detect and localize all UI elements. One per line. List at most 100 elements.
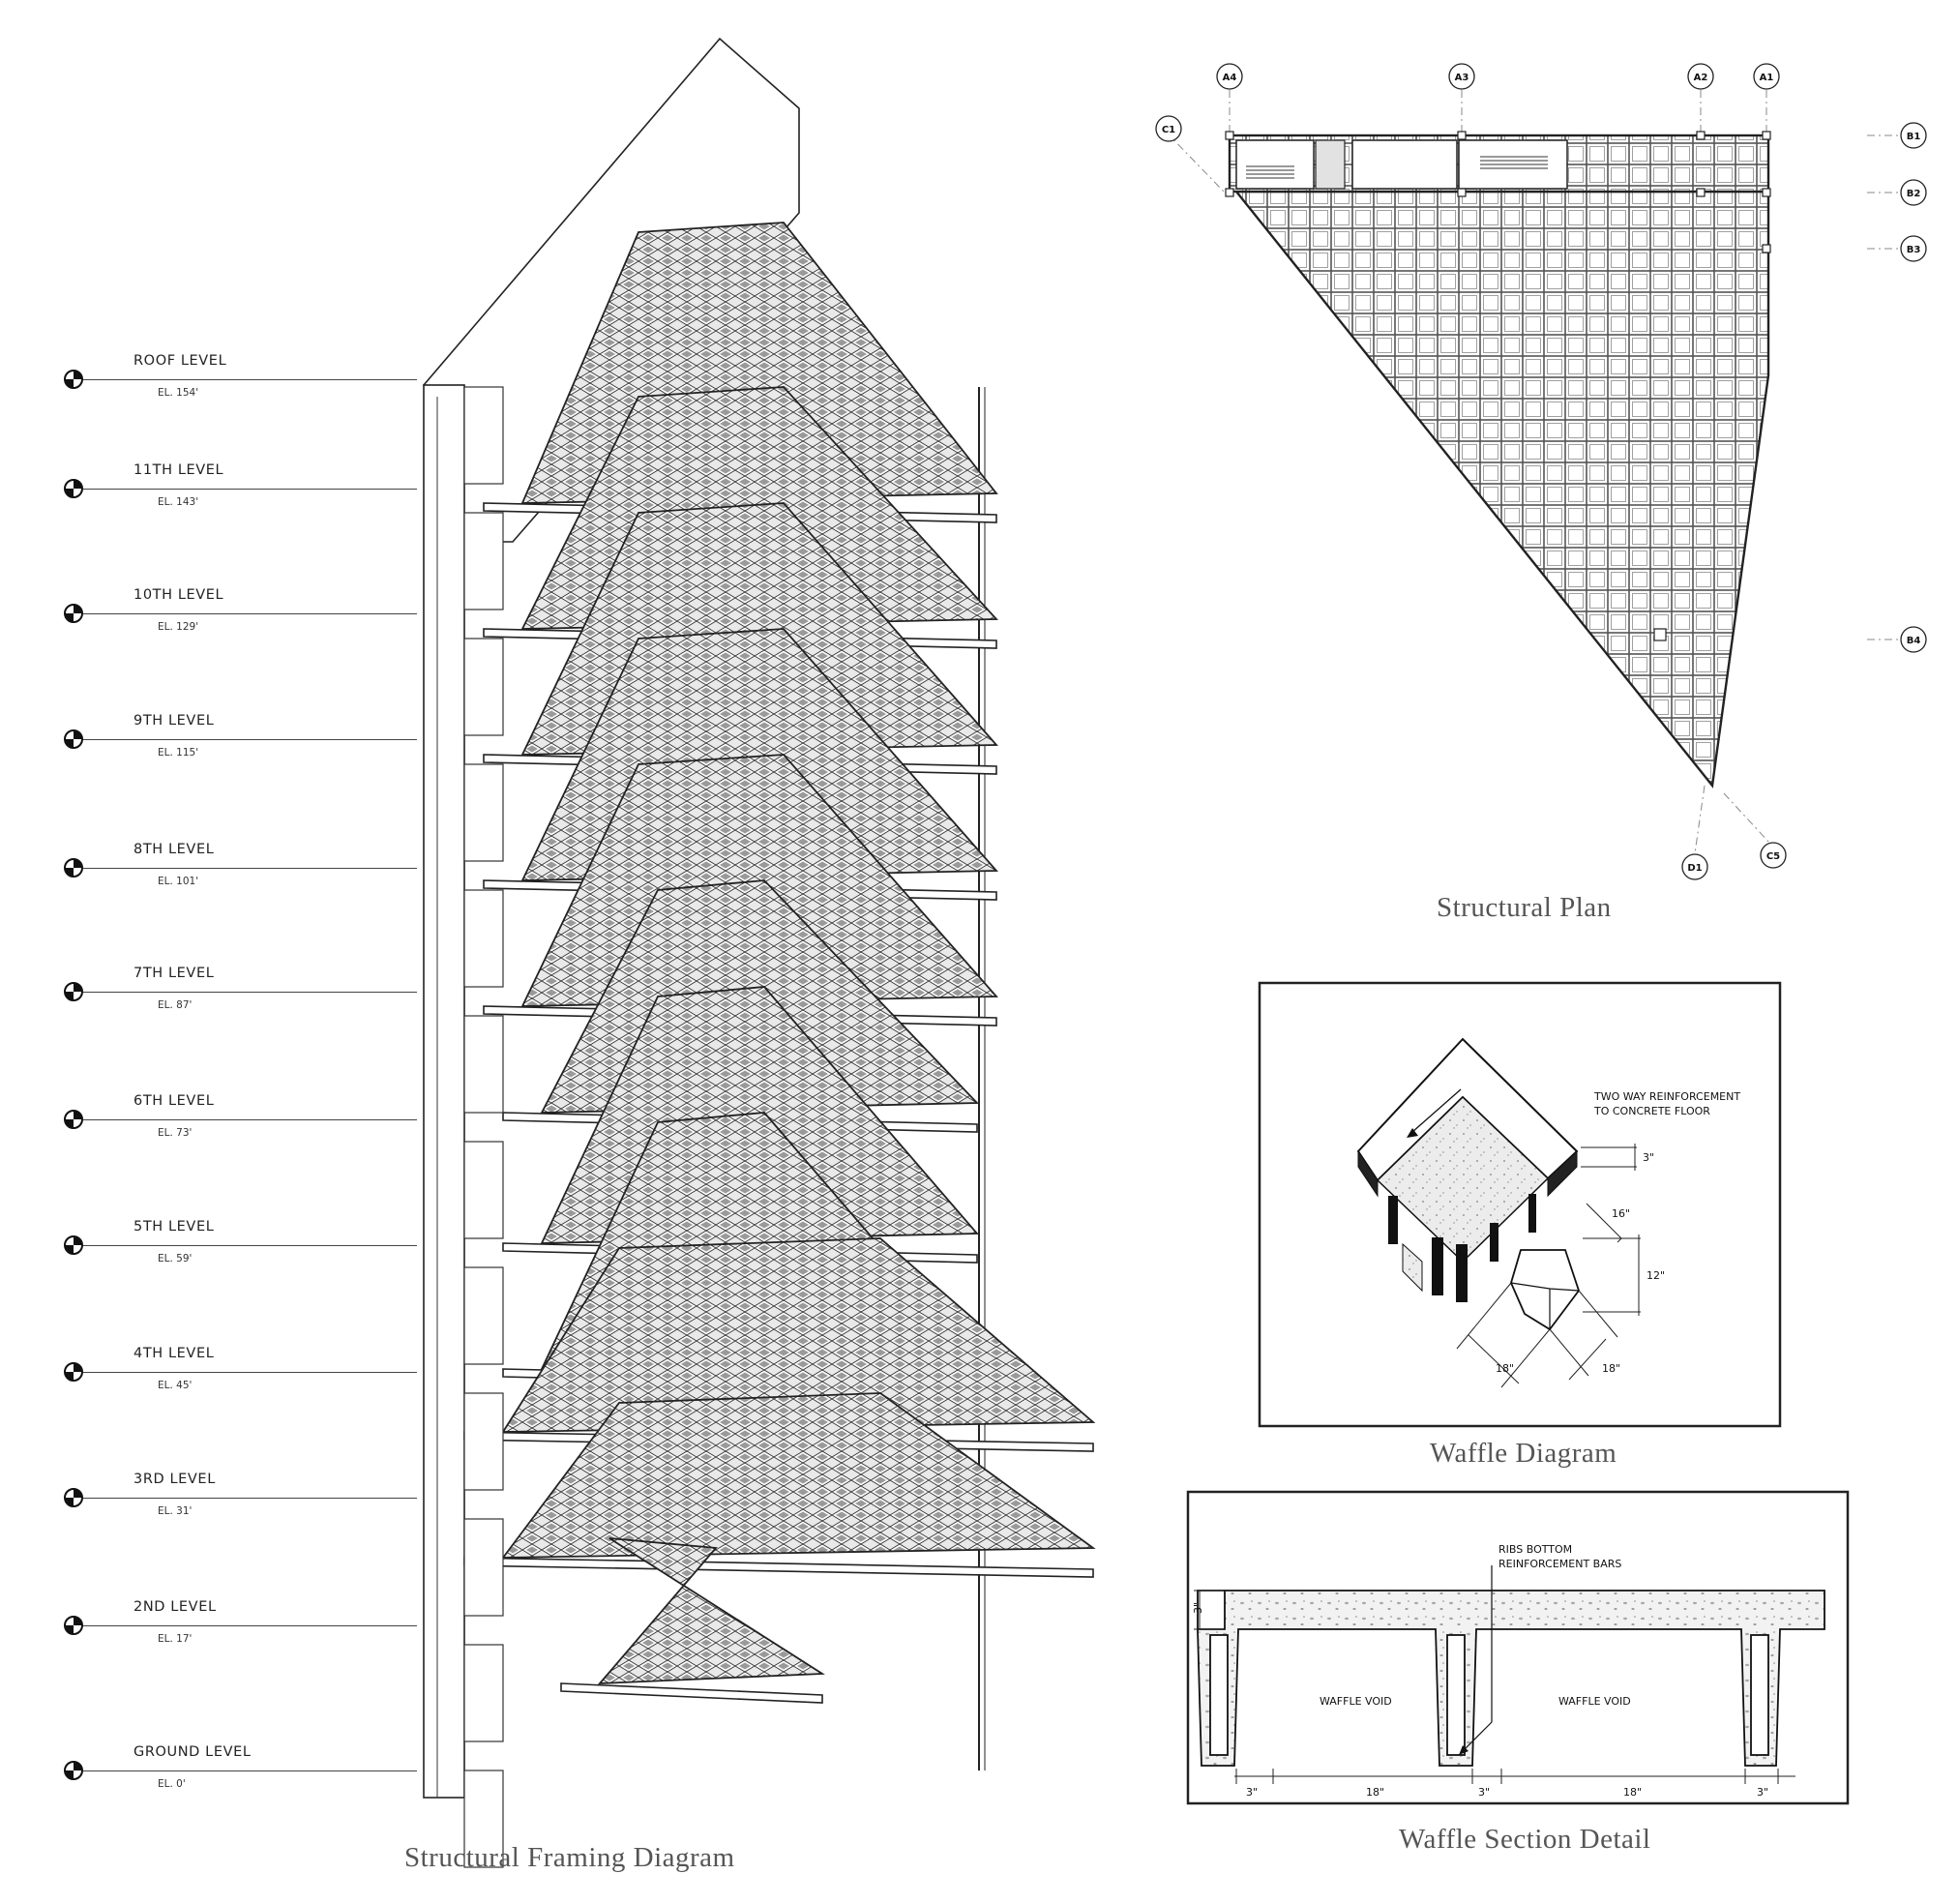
level-elevation: EL. 73' bbox=[158, 1127, 193, 1139]
level-line bbox=[83, 1770, 417, 1771]
section-dim-2: 18" bbox=[1366, 1786, 1384, 1799]
grid-bubble-a4: A4 bbox=[1223, 73, 1237, 83]
waffle-diagram: TWO WAY REINFORCEMENT TO CONCRETE FLOOR … bbox=[1258, 981, 1782, 1428]
level-line bbox=[83, 489, 417, 490]
framing-shapes bbox=[423, 37, 1096, 1868]
plan-title: Structural Plan bbox=[1437, 892, 1612, 923]
section-note-line2: REINFORCEMENT BARS bbox=[1498, 1558, 1621, 1570]
level-name: 8TH LEVEL bbox=[134, 842, 215, 857]
core-bay bbox=[463, 1266, 504, 1365]
waffle-slab bbox=[597, 1537, 825, 1684]
slab-edge bbox=[463, 1557, 1094, 1578]
level-elevation: EL. 0' bbox=[158, 1778, 186, 1790]
framing-diagram bbox=[423, 37, 1096, 1868]
level-elevation: EL. 31' bbox=[158, 1505, 193, 1517]
core-bay bbox=[463, 638, 504, 736]
level-line bbox=[83, 992, 417, 993]
section-void-right: WAFFLE VOID bbox=[1558, 1695, 1631, 1708]
level-elevation: EL. 59' bbox=[158, 1253, 193, 1264]
section-dim-5: 3" bbox=[1757, 1786, 1768, 1799]
grid-bubble-b1: B1 bbox=[1907, 132, 1921, 142]
waffle-section: RIBS BOTTOM REINFORCEMENT BARS WAFFLE VO… bbox=[1186, 1490, 1850, 1805]
level-marker bbox=[64, 1616, 83, 1635]
core-bay bbox=[463, 763, 504, 862]
section-dim-4: 18" bbox=[1623, 1786, 1642, 1799]
level-marker bbox=[64, 370, 83, 389]
level-marker bbox=[64, 479, 83, 498]
structural-plan: A4 A3 A2 A1 C1 B1 B2 B3 B4 D1 C5 bbox=[1155, 63, 1927, 880]
level-line bbox=[83, 379, 417, 380]
level-line bbox=[83, 1245, 417, 1246]
waffle-note-line2: TO CONCRETE FLOOR bbox=[1593, 1105, 1710, 1117]
level-name: 6TH LEVEL bbox=[134, 1093, 215, 1109]
level-elevation: EL. 87' bbox=[158, 999, 193, 1011]
core-bay bbox=[463, 386, 504, 485]
waffle-dim-height: 12" bbox=[1646, 1269, 1665, 1282]
grid-bubble-a1: A1 bbox=[1760, 73, 1774, 83]
level-name: 4TH LEVEL bbox=[134, 1346, 215, 1361]
level-marker bbox=[64, 604, 83, 623]
grid-bubble-c1: C1 bbox=[1162, 125, 1175, 135]
section-note-line1: RIBS BOTTOM bbox=[1498, 1543, 1572, 1556]
level-name: 7TH LEVEL bbox=[134, 966, 215, 981]
level-line bbox=[83, 868, 417, 869]
section-title: Waffle Section Detail bbox=[1399, 1824, 1651, 1855]
core-bay bbox=[463, 1644, 504, 1742]
grid-bubble-b2: B2 bbox=[1907, 189, 1921, 199]
level-name: 2ND LEVEL bbox=[134, 1599, 217, 1615]
level-line bbox=[83, 1498, 417, 1499]
level-marker bbox=[64, 1761, 83, 1780]
grid-bubble-a2: A2 bbox=[1694, 73, 1708, 83]
level-line bbox=[83, 1119, 417, 1120]
waffle-note-line1: TWO WAY REINFORCEMENT bbox=[1593, 1090, 1740, 1103]
level-elevation: EL. 115' bbox=[158, 747, 199, 759]
waffle-dim-left: 18" bbox=[1496, 1362, 1514, 1375]
core-bay bbox=[463, 1770, 504, 1868]
grid-bubble-b4: B4 bbox=[1907, 636, 1921, 646]
grid-bubble-d1: D1 bbox=[1687, 863, 1702, 874]
level-marker bbox=[64, 1488, 83, 1507]
core-wall bbox=[423, 384, 465, 1799]
core-bay bbox=[463, 889, 504, 988]
level-elevation: EL. 17' bbox=[158, 1633, 193, 1645]
level-line bbox=[83, 613, 417, 614]
section-dim-3: 3" bbox=[1478, 1786, 1490, 1799]
level-elevation: EL. 45' bbox=[158, 1380, 193, 1391]
level-name: 10TH LEVEL bbox=[134, 587, 224, 603]
level-elevation: EL. 101' bbox=[158, 876, 199, 887]
waffle-title: Waffle Diagram bbox=[1430, 1438, 1617, 1469]
level-elevation: EL. 129' bbox=[158, 621, 199, 633]
section-dim-slab: 3" bbox=[1192, 1602, 1204, 1614]
level-elevation: EL. 143' bbox=[158, 496, 199, 508]
level-marker bbox=[64, 1110, 83, 1129]
level-line bbox=[83, 1372, 417, 1373]
level-marker bbox=[64, 1235, 83, 1255]
section-dim-1: 3" bbox=[1246, 1786, 1258, 1799]
level-name: 3RD LEVEL bbox=[134, 1472, 216, 1487]
grid-bubble-c5: C5 bbox=[1766, 851, 1780, 862]
level-elevation: EL. 154' bbox=[158, 387, 199, 399]
level-marker bbox=[64, 982, 83, 1001]
level-line bbox=[83, 1625, 417, 1626]
core-bay bbox=[463, 1392, 504, 1491]
level-name: 5TH LEVEL bbox=[134, 1219, 215, 1235]
waffle-dim-slab: 3" bbox=[1643, 1151, 1654, 1164]
grid-bubble-b3: B3 bbox=[1907, 245, 1921, 255]
section-void-left: WAFFLE VOID bbox=[1320, 1695, 1392, 1708]
level-name: 9TH LEVEL bbox=[134, 713, 215, 729]
core-bay bbox=[463, 512, 504, 610]
level-name: GROUND LEVEL bbox=[134, 1744, 252, 1760]
core-bay bbox=[463, 1141, 504, 1239]
level-marker bbox=[64, 1362, 83, 1382]
waffle-slab bbox=[501, 1392, 1096, 1559]
level-name: ROOF LEVEL bbox=[134, 353, 227, 369]
slab-edge bbox=[560, 1682, 823, 1704]
core-bay bbox=[463, 1015, 504, 1114]
waffle-dim-top: 16" bbox=[1612, 1207, 1630, 1220]
framing-title: Structural Framing Diagram bbox=[404, 1842, 735, 1873]
level-line bbox=[83, 739, 417, 740]
core-bay bbox=[463, 1518, 504, 1617]
level-name: 11TH LEVEL bbox=[134, 462, 224, 478]
level-marker bbox=[64, 858, 83, 878]
grid-bubble-a3: A3 bbox=[1455, 73, 1469, 83]
